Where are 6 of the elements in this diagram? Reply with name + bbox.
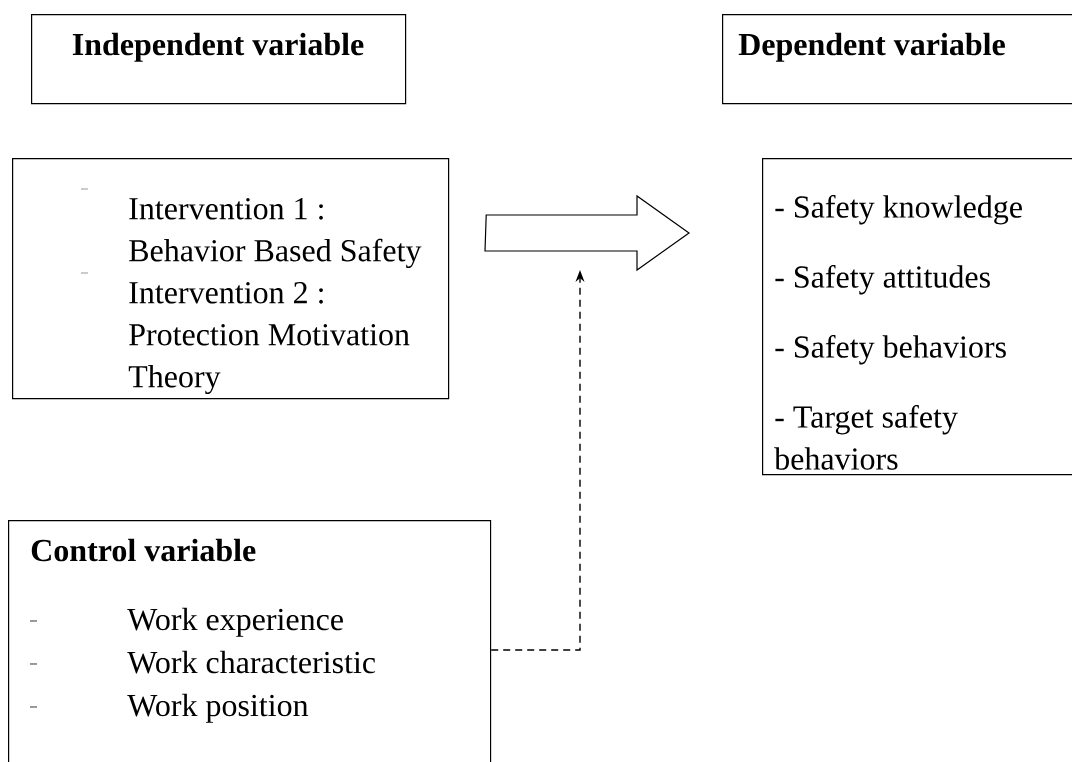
text-box: Control variable Work experience Work characteristic Work position — [8, 520, 492, 762]
text-box: Intervention 1 : Behavior Based Safety Intervention 2 : Protection Motivation Theory — [12, 158, 450, 400]
text-box: - Safety knowledge - Safety attitudes - Safety behaviors - Target safety behaviors — [762, 158, 1072, 476]
text-box: Dependent variable — [722, 14, 1072, 105]
block-arrow — [484, 194, 691, 272]
text-box: Independent variable — [31, 14, 407, 105]
